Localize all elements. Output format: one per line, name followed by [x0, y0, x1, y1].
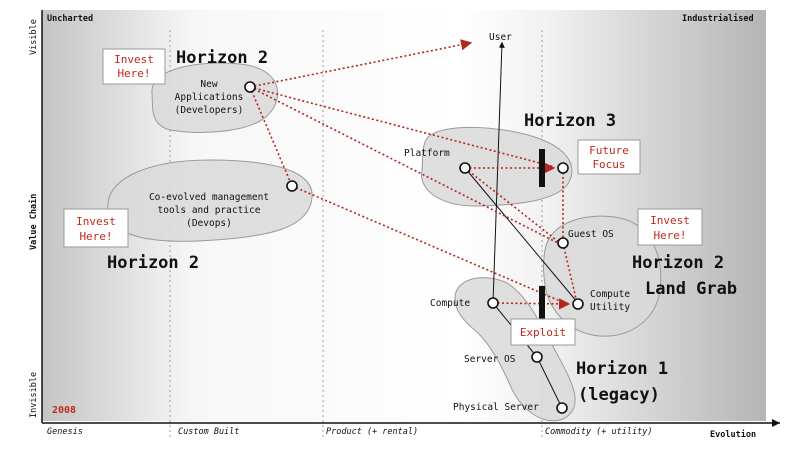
label-compute-utility-1: Compute	[590, 289, 630, 300]
node-future-platform[interactable]	[557, 162, 569, 174]
blob-devops	[107, 159, 313, 242]
note-invest-right-line1: Invest	[650, 214, 690, 227]
note-future-focus-line1: Future	[589, 144, 629, 157]
blob-new-applications	[151, 62, 279, 133]
note-invest-top: Invest Here!	[102, 48, 166, 85]
note-exploit-text: Exploit	[520, 326, 566, 339]
horizon-1-1: Horizon 1	[576, 359, 668, 379]
label-physical-server: Physical Server	[453, 402, 539, 413]
x-axis-end-label: Evolution	[710, 429, 756, 440]
node-devops[interactable]	[286, 180, 298, 192]
label-guest-os: Guest OS	[568, 229, 614, 240]
node-compute[interactable]	[487, 297, 499, 309]
dep-platform-to-compute-utility	[464, 167, 579, 304]
label-devops-1: Co-evolved management	[149, 192, 269, 203]
label-devops-3: (Devops)	[186, 218, 232, 229]
horizon-1-2: (legacy)	[578, 385, 660, 405]
node-new-applications[interactable]	[244, 81, 256, 93]
stage-commodity: Commodity (+ utility)	[545, 427, 652, 437]
label-server-os: Server OS	[464, 354, 516, 365]
note-invest-top-line2: Here!	[117, 67, 150, 80]
y-axis-bottom-label: Invisible	[29, 372, 39, 418]
node-platform[interactable]	[459, 162, 471, 174]
y-axis-mid-label: Value Chain	[28, 194, 39, 250]
label-new-apps-1: New	[200, 79, 217, 90]
flow-newapps-to-futurefocus	[249, 86, 556, 168]
dep-server-os-to-physical	[536, 356, 563, 409]
horizon-2-left: Horizon 2	[107, 253, 199, 273]
note-future-focus: Future Focus	[577, 139, 641, 175]
flow-compute-to-computeutility	[492, 298, 571, 310]
label-devops-2: tools and practice	[158, 205, 261, 216]
note-exploit: Exploit	[510, 318, 576, 346]
note-invest-left-line1: Invest	[76, 215, 116, 228]
horizon-3: Horizon 3	[524, 111, 616, 131]
label-compute: Compute	[430, 298, 470, 309]
note-invest-top-line1: Invest	[114, 53, 154, 66]
stage-genesis: Genesis	[47, 427, 83, 437]
node-guest-os[interactable]	[557, 237, 569, 249]
horizon-2-top: Horizon 2	[176, 48, 268, 68]
flow-platform-to-guestos	[464, 167, 561, 244]
horizon-2-right-1: Horizon 2	[632, 253, 724, 273]
label-platform: Platform	[404, 148, 450, 159]
corner-industrialised: Industrialised	[682, 13, 754, 24]
inertia-bar-platform	[539, 149, 545, 187]
node-physical-server[interactable]	[556, 402, 568, 414]
y-axis-top-label: Visible	[29, 19, 39, 55]
label-compute-utility-2: Utility	[590, 302, 630, 313]
flow-devops-to-computeutility	[291, 185, 568, 305]
blob-platform	[421, 126, 573, 207]
label-new-apps-2: Applications	[175, 92, 244, 103]
x-axis-arrowhead	[772, 419, 780, 427]
dep-user-to-compute	[492, 41, 505, 304]
node-server-os[interactable]	[531, 351, 543, 363]
inertia-bar-compute	[539, 286, 545, 322]
corner-uncharted: Uncharted	[47, 14, 93, 24]
label-new-apps-3: (Developers)	[175, 105, 244, 116]
note-invest-left: Invest Here!	[63, 208, 129, 248]
flow-newapps-to-user	[249, 39, 473, 88]
note-future-focus-line2: Focus	[592, 158, 625, 171]
blob-legacy	[454, 277, 576, 422]
note-invest-right-line2: Here!	[653, 229, 686, 242]
horizon-2-right-2: Land Grab	[645, 279, 737, 299]
note-invest-left-line2: Here!	[79, 230, 112, 243]
node-compute-utility[interactable]	[572, 298, 584, 310]
label-user: User	[489, 32, 512, 43]
year-label: 2008	[52, 405, 76, 416]
flow-newapps-to-guestos	[249, 86, 561, 245]
stage-custom-built: Custom Built	[178, 427, 239, 437]
stage-product: Product (+ rental)	[326, 427, 418, 437]
note-invest-right: Invest Here!	[637, 208, 703, 246]
flow-guestos-to-computeutility	[562, 242, 578, 304]
